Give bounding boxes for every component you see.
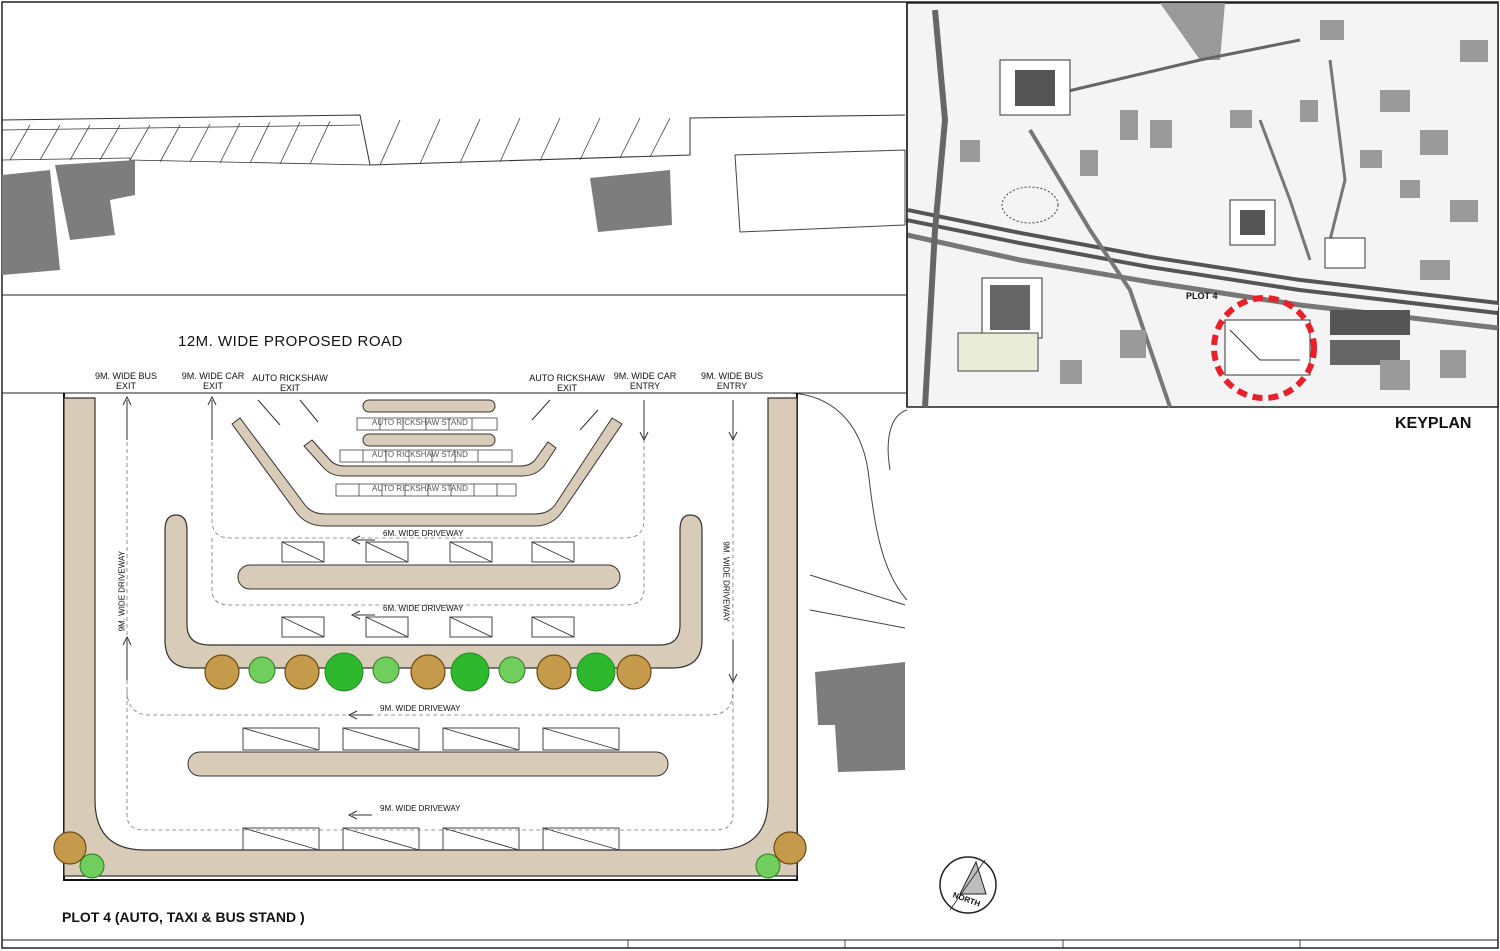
gate-bus-entry-label: 9M. WIDE BUS ENTRY [700, 371, 763, 391]
existing-context [1, 114, 908, 772]
gate-auto-exit-left-label: AUTO RICKSHAW EXIT [252, 373, 328, 393]
driveway-9m-label-1: 9M. WIDE DRIVEWAY [380, 704, 461, 713]
keyplan-title: KEYPLAN [1395, 415, 1472, 432]
auto-median-mid [303, 439, 557, 477]
bus-median [187, 751, 669, 777]
gate-bus-exit-label: 9M. WIDE BUS EXIT [94, 371, 157, 391]
inner-u-median [164, 514, 703, 669]
auto-median-top [362, 399, 496, 413]
auto-stand-label-1: AUTO RICKSHAW STAND [372, 418, 468, 427]
auto-median-outer [231, 417, 623, 527]
outer-median [63, 397, 798, 877]
plot-title: PLOT 4 (AUTO, TAXI & BUS STAND ) [62, 909, 305, 925]
bus-parking-bays [242, 727, 620, 851]
gate-car-exit-label: 9M. WIDE CAR EXIT [181, 371, 245, 391]
car-median [237, 564, 621, 590]
car-parking-bays [281, 541, 575, 638]
keyplan-plot4-label: PLOT 4 [1186, 291, 1218, 301]
auto-median-2 [362, 433, 496, 447]
driveway-6m-label-1: 6M. WIDE DRIVEWAY [383, 529, 464, 538]
driveway-6m-label-2: 6M. WIDE DRIVEWAY [383, 604, 464, 613]
plot4-highlight-circle [1211, 295, 1317, 401]
auto-stand-label-3: AUTO RICKSHAW STAND [372, 484, 468, 493]
auto-stand-label-2: AUTO RICKSHAW STAND [372, 450, 468, 459]
flow-arrows [122, 395, 738, 820]
gate-auto-exit-right-label: AUTO RICKSHAW EXIT [529, 373, 605, 393]
keyplan-map [905, 2, 1499, 408]
north-arrow-icon [939, 856, 997, 914]
auto-stand-slots [335, 417, 517, 497]
tree-row [53, 652, 807, 879]
driveway-9m-label-2: 9M. WIDE DRIVEWAY [380, 804, 461, 813]
driveway-centerlines [126, 400, 734, 831]
gate-car-entry-label: 9M. WIDE CAR ENTRY [613, 371, 677, 391]
driveway-vertical-left-label: 9M. WIDE DRIVEWAY [117, 550, 127, 632]
proposed-road-label: 12M. WIDE PROPOSED ROAD [178, 333, 403, 350]
title-block-dividers [627, 940, 1301, 948]
driveway-vertical-right-label: 9M. WIDE DRIVEWAY [721, 541, 731, 622]
